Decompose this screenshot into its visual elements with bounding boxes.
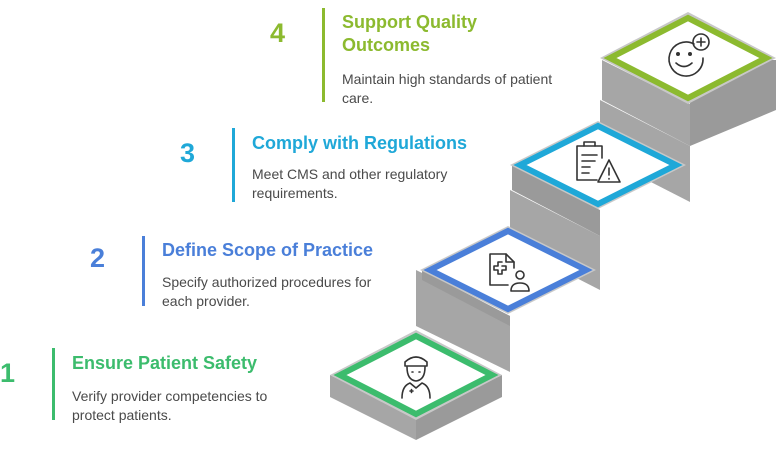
step-number-3: 3 (180, 138, 196, 168)
stair-side-2 (422, 270, 510, 326)
medical-document-user-icon (489, 253, 530, 292)
stair-ring-1 (333, 332, 499, 418)
step-divider-2 (142, 236, 145, 306)
stair-front-1-right (416, 375, 502, 440)
step-number-1: 1 (0, 358, 16, 388)
stair-riser-1 (416, 270, 510, 372)
step-description-2: Specify authorized procedures for each p… (162, 274, 372, 309)
smiley-plus-icon (668, 33, 710, 77)
clipboard-warning-icon (576, 141, 621, 183)
stair-front-1 (330, 375, 416, 440)
step-number-4: 4 (270, 18, 286, 48)
step-divider-3 (232, 128, 235, 202)
nurse-icon (401, 356, 431, 399)
step-description-3: Meet CMS and other regulatory requiremen… (252, 166, 448, 201)
step-description-4: Maintain high standards of patient care. (342, 71, 553, 106)
stair-step-2 (420, 190, 600, 326)
stair-ring-3 (513, 122, 683, 208)
step-divider-4 (322, 8, 325, 102)
step-divider-1 (52, 348, 55, 420)
step-title-3: Comply with Regulations (252, 133, 468, 153)
stair-ring-2 (423, 227, 593, 313)
step-description-1: Verify provider competencies to protect … (72, 388, 268, 423)
step-number-2: 2 (90, 243, 106, 273)
step-title-2: Define Scope of Practice (162, 240, 374, 260)
stair-step-3 (510, 100, 690, 236)
stair-step-4 (600, 12, 776, 146)
stair-side-3 (512, 165, 600, 236)
stair-side-4 (602, 60, 690, 146)
step-title-1: Ensure Patient Safety (72, 353, 258, 373)
stair-ring-4 (603, 14, 773, 102)
step-title-4: Support Quality Outcomes (342, 12, 477, 55)
stair-step-1 (330, 270, 510, 440)
